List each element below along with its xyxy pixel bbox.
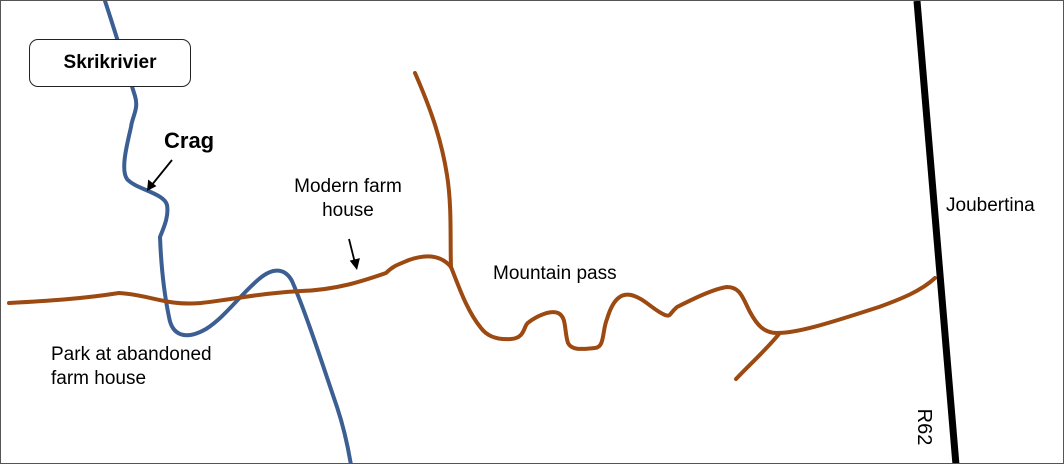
parking-label: Park at abandoned farm house — [51, 343, 212, 391]
parking-label-line1: Park at abandoned — [51, 344, 212, 365]
farm-house-label-line1: Modern farm — [294, 176, 402, 197]
town-label: Joubertina — [946, 195, 1035, 216]
highway-r62 — [913, 1, 960, 463]
river-line — [103, 1, 353, 463]
highway-label: R62 — [913, 408, 935, 446]
crag-label: Crag — [164, 128, 215, 153]
farm-house-label-line2: house — [322, 200, 374, 221]
mountain-pass-label: Mountain pass — [493, 263, 617, 284]
farm-house-label: Modern farm house — [263, 175, 433, 223]
track-main — [7, 254, 937, 351]
farmhouse-pointer-arrow — [348, 238, 360, 270]
track-north-branch — [413, 71, 453, 269]
parking-label-line2: farm house — [51, 368, 147, 389]
river-name-label: Skrikrivier — [29, 39, 191, 87]
track-south-spur — [734, 332, 781, 381]
river-name-text: Skrikrivier — [63, 52, 157, 73]
crag-pointer-arrow — [147, 159, 173, 191]
